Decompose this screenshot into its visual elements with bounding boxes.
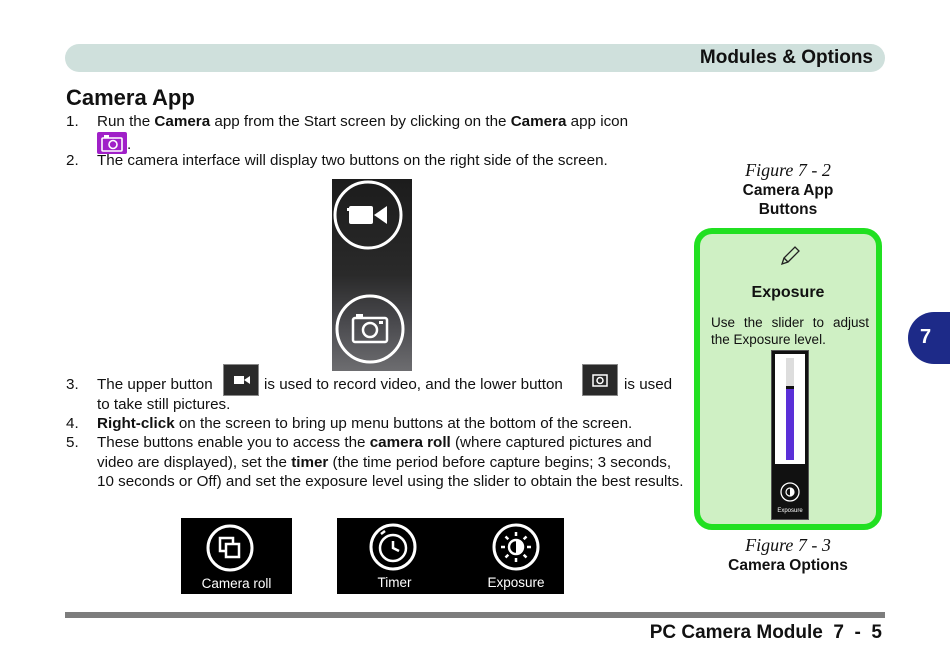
figure-caption: Camera App [742,182,834,199]
exposure-slider-panel: Exposure [771,350,809,520]
exposure-info-box: Exposure Use the slider to adjust the Ex… [694,228,882,530]
video-button-icon [223,364,259,396]
video-camera-icon [333,180,403,250]
step-text: Run the Camera app from the Start screen… [97,113,629,154]
photo-button-icon [582,364,618,396]
slider-background [775,354,805,464]
figure-caption: Camera Options [728,557,848,574]
step-text-part: is used to record video, and the lower b… [264,376,563,393]
step-text-part: is used [624,376,673,393]
chapter-number: 7 [920,326,932,348]
step-number: 1. [66,113,79,130]
figure-number: Figure 7 - 3 [745,535,831,555]
step-number: 4. [66,415,79,432]
slider-thumb[interactable] [786,385,794,389]
exposure-title: Exposure [751,284,825,301]
camera-icon [335,294,405,364]
step-number: 5. [66,434,79,451]
camera-app-buttons-image [332,179,412,371]
figure-7-3-label: Figure 7 - 3 Camera Options [688,535,888,575]
slider-fill [786,388,794,460]
timer-icon [369,523,417,571]
pencil-icon [780,246,800,266]
exposure-label[interactable]: Exposure [487,575,545,590]
step-text: Right-click on the screen to bring up me… [97,415,633,432]
camera-roll-label[interactable]: Camera roll [201,576,272,591]
header-bar: Modules & Options [65,44,885,72]
step-number: 2. [66,152,79,169]
chapter-tab: 7 [908,312,950,364]
exposure-icon [492,523,540,571]
timer-label[interactable]: Timer [377,575,412,590]
timer-exposure-strip: Timer Exposure [337,518,564,594]
step-text-part: The upper button [97,376,213,393]
exposure-description: Use the slider to adjust the Exposure le… [711,315,869,347]
page-number: 7 - 5 [833,622,882,643]
slider-track [786,358,794,460]
footer-title: PC Camera Module [649,622,823,643]
camera-app-icon [97,131,127,154]
slider-label: Exposure [777,508,803,514]
camera-roll-strip: Camera roll [181,518,292,594]
step-number: 3. [66,376,79,393]
step-text-part: to take still pictures. [97,396,231,413]
section-title: Camera App [66,85,195,110]
footer-rule [65,612,885,618]
footer: PC Camera Module 7 - 5 [650,622,882,644]
step-text: The camera interface will display two bu… [97,152,608,169]
camera-roll-icon [206,524,254,572]
step-text: These buttons enable you to access the c… [97,434,684,490]
figure-7-2-label: Figure 7 - 2 Camera App Buttons [688,160,888,219]
figure-number: Figure 7 - 2 [745,160,831,180]
figure-caption: Buttons [758,201,818,218]
exposure-icon [780,482,800,502]
header-title: Modules & Options [699,47,873,68]
